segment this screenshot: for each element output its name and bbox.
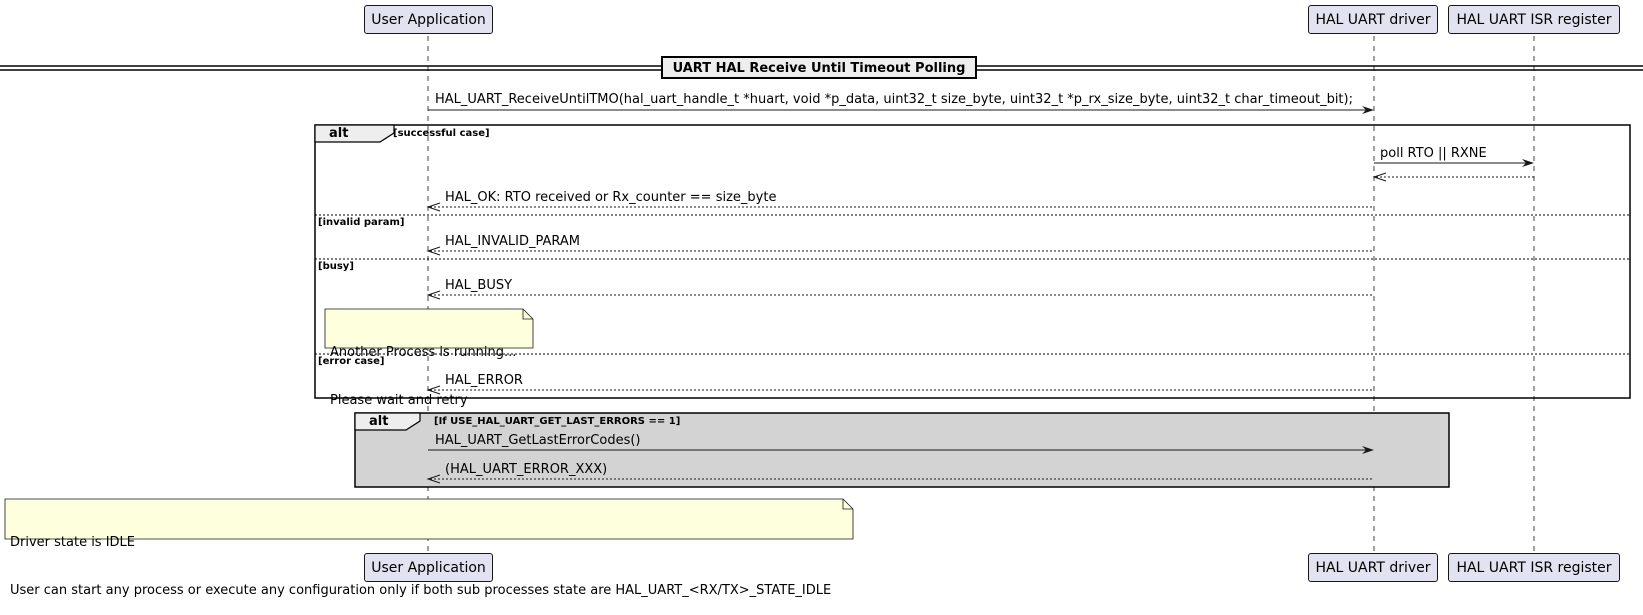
message-error-codes: (HAL_UART_ERROR_XXX) <box>445 462 608 477</box>
message-hal-ok: HAL_OK: RTO received or Rx_counter == si… <box>445 190 777 205</box>
alt-frame-1 <box>314 124 1631 399</box>
note-final-line-1: Driver state is IDLE <box>10 535 136 550</box>
participant-hal-uart-isr-register: HAL UART ISR register <box>1448 5 1620 34</box>
note-busy-line-2: Please wait and retry <box>330 393 468 408</box>
note-final: Driver state is IDLE User can start any … <box>10 503 831 615</box>
message-receive-until-tmo: HAL_UART_ReceiveUntilTMO(hal_uart_handle… <box>435 92 1353 107</box>
message-hal-busy: HAL_BUSY <box>445 278 513 293</box>
arrow-error-codes-return <box>426 474 1374 484</box>
arrow-hal-ok <box>426 202 1374 212</box>
note-busy: Another Process is running... Please wai… <box>330 313 516 425</box>
arrow-busy <box>426 290 1374 300</box>
arrow-invalid-param <box>426 246 1374 256</box>
arrow-get-last-error <box>428 446 1374 454</box>
note-busy-line-1: Another Process is running... <box>330 345 517 360</box>
arrow-poll <box>1374 159 1534 167</box>
arrow-call <box>428 106 1374 114</box>
alt1-guard-invalid-param: [invalid param] <box>318 217 405 228</box>
message-hal-error: HAL_ERROR <box>445 373 523 388</box>
sequence-diagram <box>0 36 1643 556</box>
alt1-guard-busy: [busy] <box>318 261 354 272</box>
alt1-guard-error-case: [error case] <box>318 356 385 367</box>
message-get-last-error-codes: HAL_UART_GetLastErrorCodes() <box>435 433 641 448</box>
message-hal-invalid-param: HAL_INVALID_PARAM <box>445 234 581 249</box>
participant-hal-uart-isr-register-bottom: HAL UART ISR register <box>1448 553 1620 582</box>
note-busy-shape <box>324 308 534 349</box>
alt1-keyword: alt <box>329 126 349 141</box>
divider-title: UART HAL Receive Until Timeout Polling <box>661 56 977 79</box>
arrow-poll-return <box>1372 172 1534 182</box>
alt1-guard-successful: [successful case] <box>393 128 490 139</box>
participant-hal-uart-driver: HAL UART driver <box>1308 5 1438 34</box>
note-final-line-2: User can start any process or execute an… <box>10 583 832 598</box>
alt2-keyword: alt <box>369 414 389 429</box>
arrow-error <box>426 385 1374 395</box>
note-final-shape <box>4 498 854 540</box>
participant-user-application: User Application <box>364 5 493 34</box>
participant-hal-uart-driver-bottom: HAL UART driver <box>1308 553 1438 582</box>
message-poll: poll RTO || RXNE <box>1380 146 1487 161</box>
alt2-guard: [If USE_HAL_UART_GET_LAST_ERRORS == 1] <box>434 416 681 427</box>
participant-user-application-bottom: User Application <box>364 553 493 582</box>
